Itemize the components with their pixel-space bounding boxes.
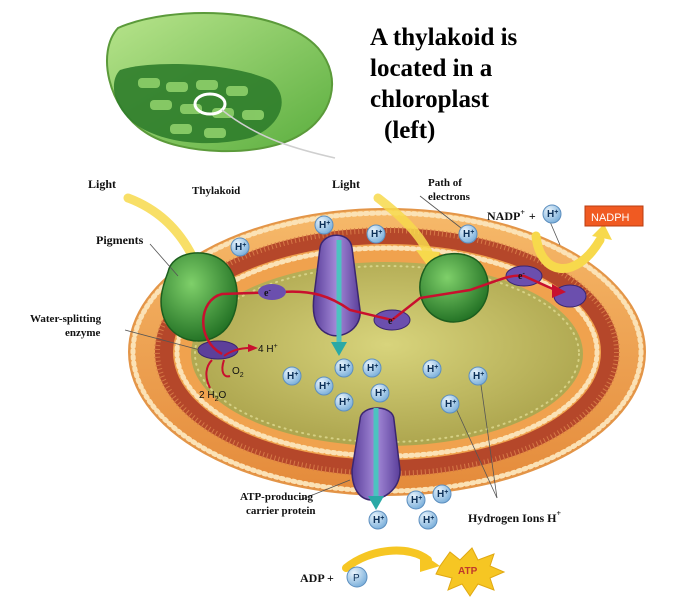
path-of-electrons-label-2: electrons — [428, 191, 471, 203]
hydrogen-ion-label: H+ — [423, 515, 434, 526]
hydrogen-ion-label: H+ — [371, 229, 382, 240]
hydrogen-ion-label: H+ — [411, 495, 422, 506]
hydrogen-ion — [458, 224, 478, 244]
hydrogen-ion-label: H+ — [339, 363, 350, 374]
hydrogen-ion-label: H+ — [319, 381, 330, 392]
hydrogen-ions-label: Hydrogen Ions H+ — [468, 509, 561, 525]
hydrogen-ion-label: H+ — [373, 515, 384, 526]
hydrogen-ion-label: H+ — [427, 364, 438, 375]
o2-label: O2 — [232, 366, 244, 379]
pigments-label: Pigments — [96, 233, 144, 247]
hydrogen-ion — [440, 394, 460, 414]
hydrogen-ion — [314, 376, 334, 396]
hydrogen-ion — [314, 215, 334, 235]
hydrogen-ion — [542, 204, 562, 224]
hydrogen-ion — [422, 359, 442, 379]
phosphate-bubble — [346, 566, 368, 588]
hydrogen-ion — [362, 358, 382, 378]
hydrogen-ion — [418, 510, 438, 530]
atp-producing-label: ATP-producing — [240, 491, 313, 503]
hydrogen-ion — [230, 237, 250, 257]
hydrogen-ion-label: H+ — [547, 209, 558, 220]
hydrogen-ion-label: H+ — [367, 363, 378, 374]
nadp-label: NADP++ — [487, 208, 536, 223]
photosystem-i — [419, 253, 489, 323]
hydrogen-ion-label: H+ — [375, 388, 386, 399]
hydrogen-ion — [366, 224, 386, 244]
carrier-protein-label: carrier protein — [246, 505, 316, 517]
phosphate-label: P — [353, 573, 360, 584]
water-splitting-label: Water-splitting — [30, 313, 102, 325]
hydrogen-ion — [468, 366, 488, 386]
hydrogen-ion — [370, 383, 390, 403]
photosystem-ii — [160, 252, 238, 342]
hydrogen-ion — [432, 484, 452, 504]
electron-markers: e- e- e- — [258, 269, 525, 327]
enzyme-label: enzyme — [65, 327, 101, 339]
hydrogen-ion-label: H+ — [463, 229, 474, 240]
hydrogen-ion-label: H+ — [235, 242, 246, 253]
hydrogen-ion — [334, 392, 354, 412]
hydrogen-ion-group: H+H+H+H+H+H+H+H+H+H+H+H+H+H+H+H+H+H+ — [230, 204, 562, 530]
caption-line-2: located in a — [370, 55, 493, 82]
diagram-labels: Light Thylakoid Light Path of electrons … — [30, 177, 630, 588]
hydrogen-ion — [368, 510, 388, 530]
atp-reaction — [342, 546, 506, 597]
proton-flow-arrows — [331, 240, 384, 510]
nadph-box — [584, 205, 644, 227]
electron-path — [202, 274, 566, 389]
four-h-label: 4 H+ — [258, 343, 278, 355]
hydrogen-ion-label: H+ — [445, 399, 456, 410]
water-label: 2 H2O — [199, 390, 226, 403]
hydrogen-ion-label: H+ — [339, 397, 350, 408]
path-of-electrons-label: Path of — [428, 177, 462, 189]
svg-text:e-: e- — [264, 286, 271, 299]
hydrogen-ion-label: H+ — [287, 371, 298, 382]
thylakoid-lumen — [191, 262, 583, 446]
atp-burst — [435, 547, 506, 597]
light-label-right: Light — [332, 177, 360, 191]
svg-text:e-: e- — [388, 314, 395, 327]
hydrogen-ion-label: H+ — [473, 371, 484, 382]
hydrogen-ion — [334, 358, 354, 378]
hydrogen-ion — [406, 490, 426, 510]
caption-line-3: chloroplast — [370, 86, 489, 113]
caption-line-4: (left) — [384, 117, 436, 144]
thylakoid-label: Thylakoid — [192, 185, 240, 197]
hydrogen-ion-label: H+ — [437, 489, 448, 500]
atp-text: ATP — [458, 566, 478, 577]
caption-text: A thylakoid is located in a chloroplast … — [370, 22, 660, 146]
caption-line-1: A thylakoid is — [370, 24, 518, 51]
adp-label: ADP + — [300, 571, 334, 585]
chloroplast-illustration — [106, 12, 336, 159]
hydrogen-ion — [282, 366, 302, 386]
svg-text:e-: e- — [518, 269, 525, 282]
nadph-text: NADPH — [591, 212, 630, 224]
light-label-left: Light — [88, 177, 116, 191]
hydrogen-ion-label: H+ — [319, 220, 330, 231]
nadph-arrow — [531, 224, 612, 273]
